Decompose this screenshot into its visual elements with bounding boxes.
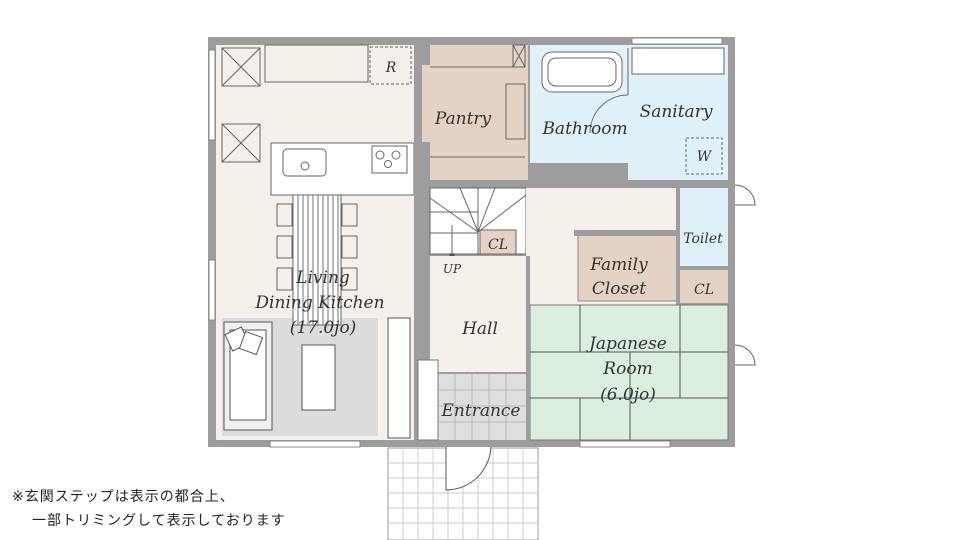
family-closet-label-2: Closet <box>592 279 646 299</box>
windows <box>208 37 723 448</box>
hall-label: Hall <box>461 319 498 339</box>
stair-closet <box>479 229 517 255</box>
ldk-size: (17.0jo) <box>290 318 357 338</box>
stair-closet-label: CL <box>488 237 508 253</box>
note-line-1: ※玄関ステップは表示の都合上、 <box>12 489 235 505</box>
up-label: UP <box>443 262 462 276</box>
closet-label: CL <box>694 282 714 298</box>
room-japanese <box>529 304 729 441</box>
family-closet-label-1: Family <box>589 255 648 275</box>
kitchen-fixtures <box>221 44 415 196</box>
toilet-label: Toilet <box>683 231 723 247</box>
fridge-label: R <box>385 60 397 76</box>
entrance-label: Entrance <box>441 401 521 421</box>
ldk-label-1: Living <box>295 268 350 288</box>
closet <box>680 270 728 303</box>
entrance-porch <box>387 444 539 540</box>
shoe-cabinet <box>417 359 439 441</box>
room-entrance <box>438 374 526 440</box>
sofa-and-tv <box>223 317 411 439</box>
japanese-size: (6.0jo) <box>600 385 656 405</box>
washer-label: W <box>697 149 713 165</box>
note-line-2: 一部トリミングして表示しております <box>32 513 286 529</box>
family-closet <box>577 232 679 302</box>
ldk-label-2: Dining Kitchen <box>254 293 384 313</box>
room-toilet <box>680 188 728 266</box>
bath-fixtures <box>541 47 725 175</box>
bathroom-label: Bathroom <box>541 119 627 139</box>
entrance-tiles <box>438 374 526 440</box>
japanese-label-1: Japanese <box>586 334 667 354</box>
tatami-lines <box>530 305 728 440</box>
sanitary-label: Sanitary <box>640 102 713 122</box>
pantry-label: Pantry <box>434 109 492 129</box>
dining-table <box>276 194 358 326</box>
japanese-label-2: Room <box>602 359 652 379</box>
pantry-shelves <box>430 44 526 158</box>
